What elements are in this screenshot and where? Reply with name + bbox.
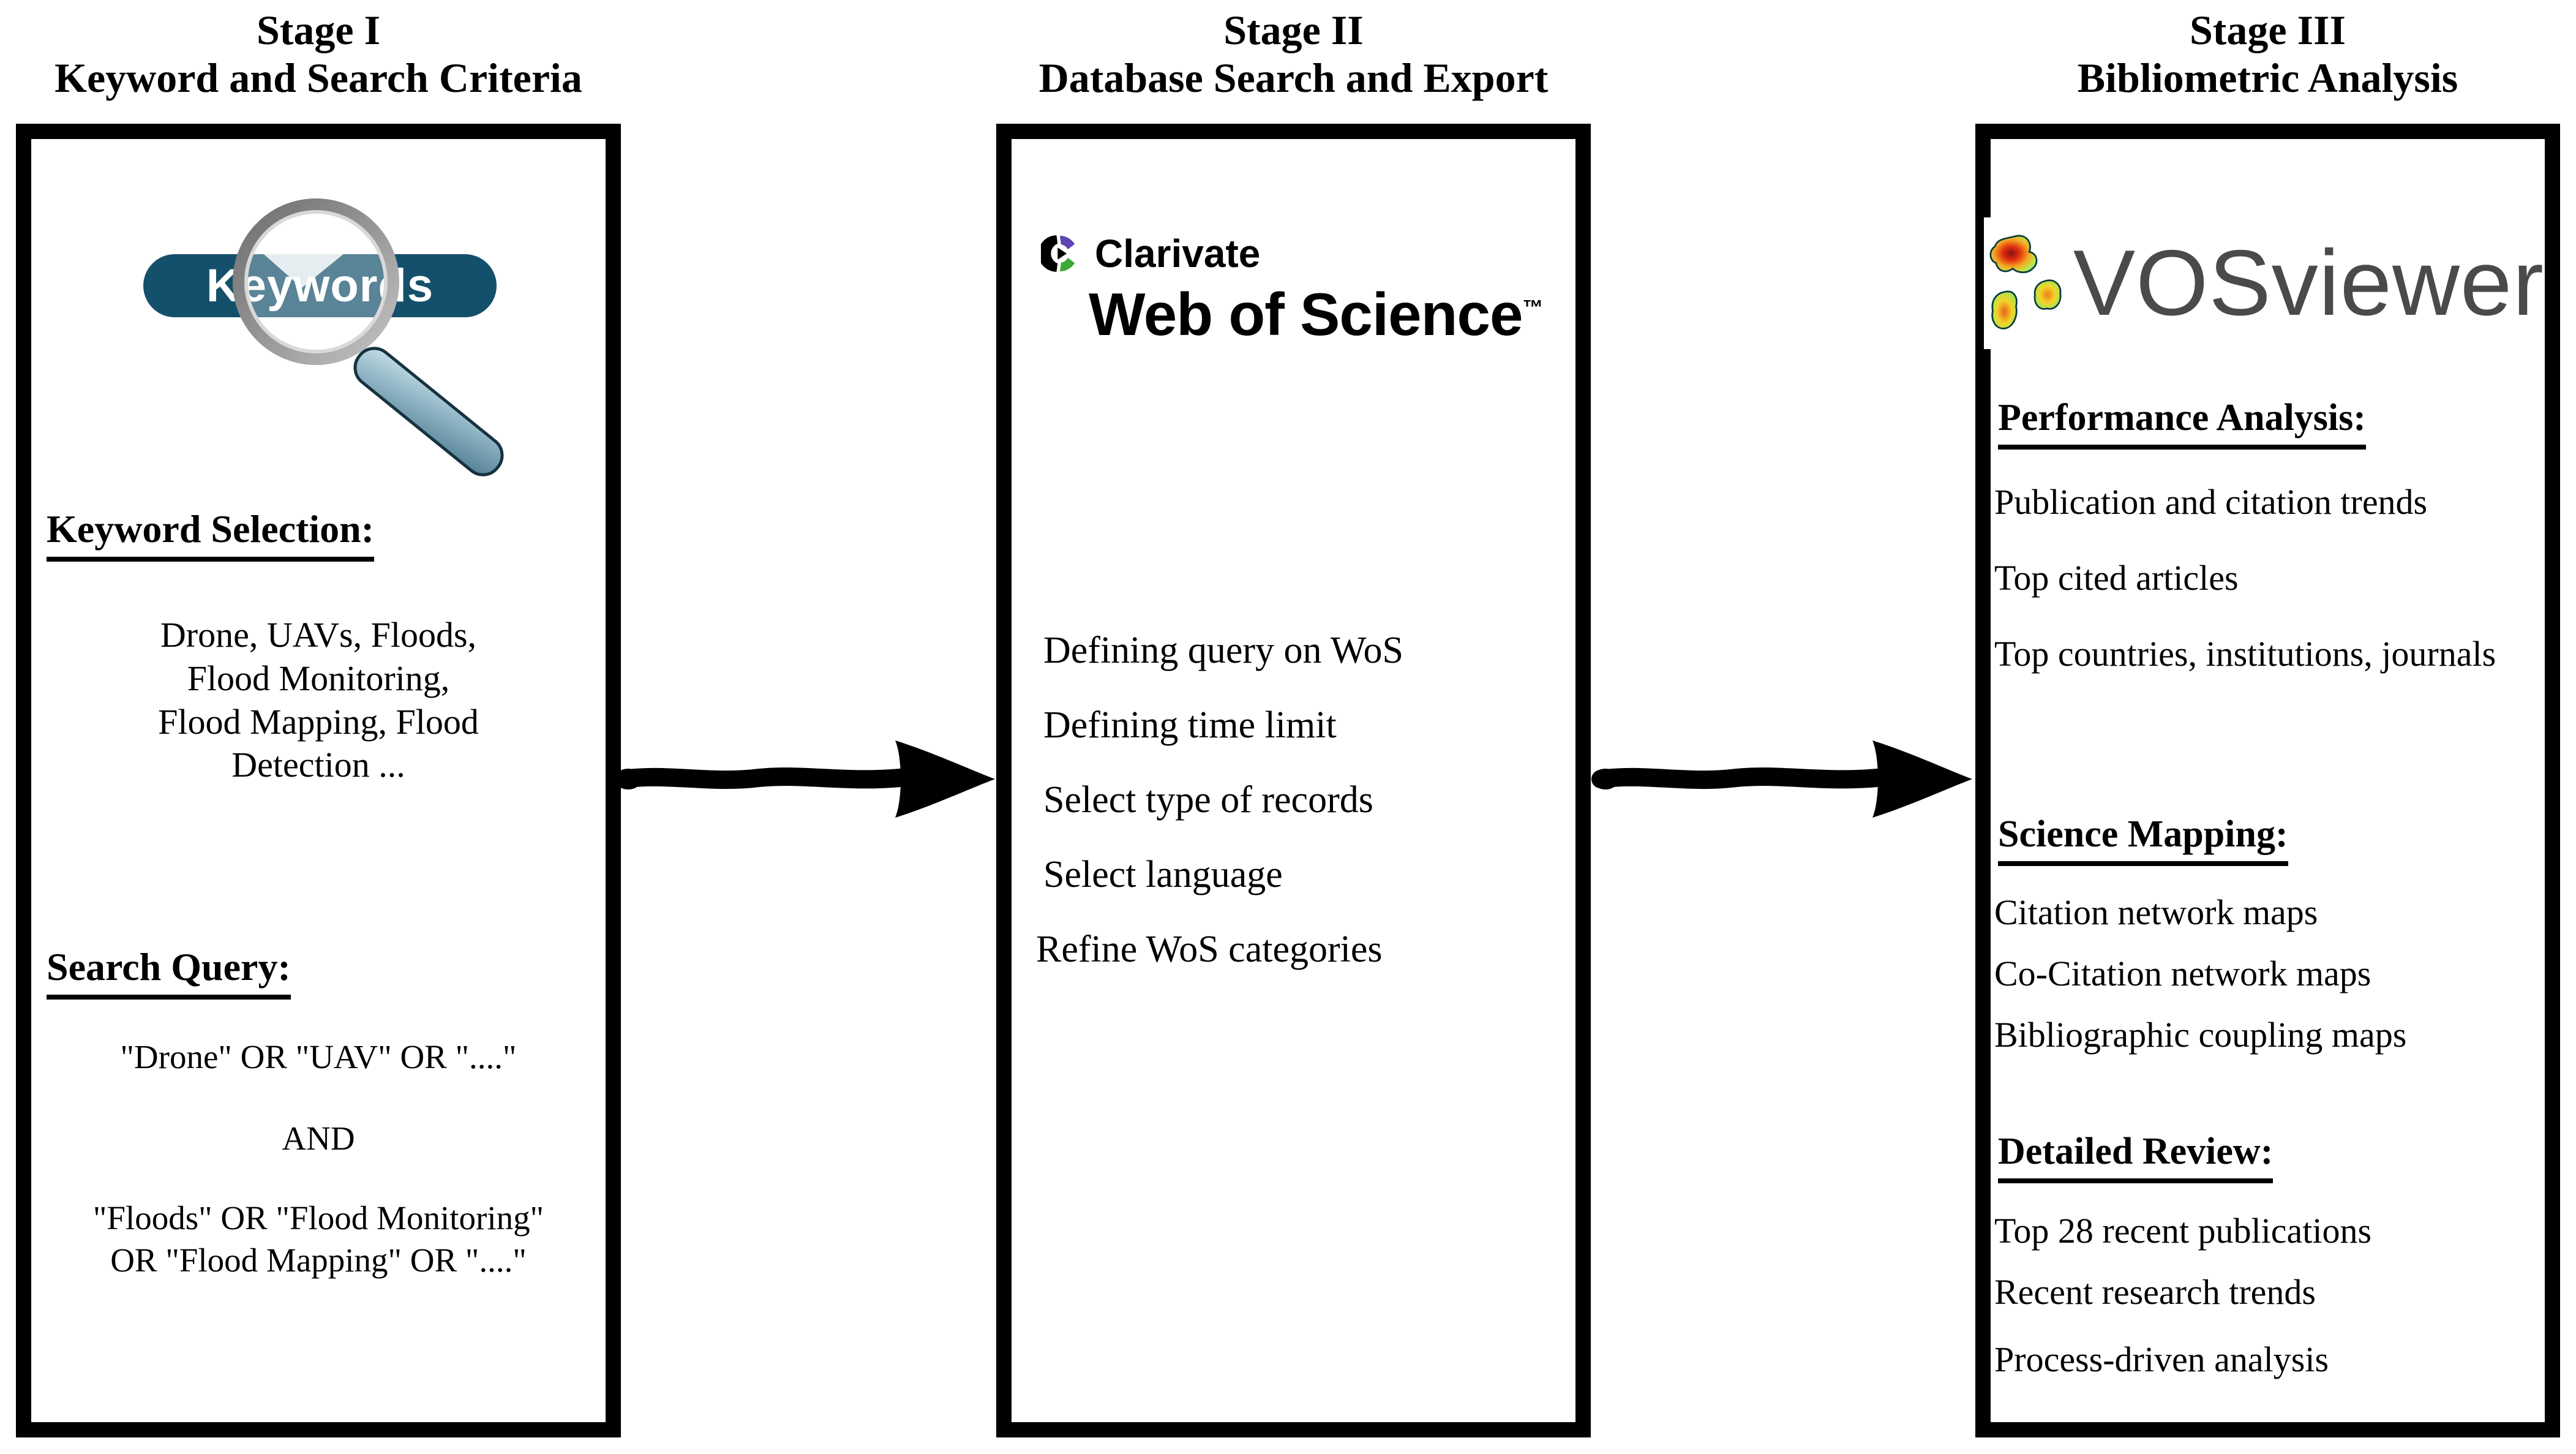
wos-step: Select type of records	[1043, 779, 1373, 821]
keyword-line: Flood Monitoring,	[187, 658, 450, 698]
web-of-science-wordmark: Web of Science™	[1089, 281, 1544, 348]
stage3-panel: VOSviewer Performance Analysis: Publicat…	[1975, 124, 2560, 1437]
science-mapping-heading: Science Mapping:	[1998, 813, 2288, 866]
wos-step: Defining time limit	[1043, 704, 1337, 746]
web-of-science-logo: Clarivate Web of Science™	[1041, 231, 1544, 349]
keyword-line: Drone, UAVs, Floods,	[160, 615, 477, 655]
stage3-title: Stage III Bibliometric Analysis	[1975, 6, 2560, 102]
magnifier-icon	[233, 198, 504, 477]
search-query-heading: Search Query:	[47, 944, 291, 1000]
arrow-stage1-to-stage2-icon	[614, 740, 995, 818]
stage3-title-line2: Bibliometric Analysis	[2077, 55, 2458, 102]
keywords-search-graphic: Keywords	[141, 197, 521, 503]
mapping-item: Bibliographic coupling maps	[1994, 1015, 2407, 1055]
mapping-item: Citation network maps	[1994, 892, 2318, 932]
stage3-title-line1: Stage III	[2189, 7, 2346, 53]
keyword-selection-heading: Keyword Selection:	[47, 507, 374, 562]
keyword-line: Flood Mapping, Flood	[158, 701, 479, 742]
search-query-line3a: "Floods" OR "Flood Monitoring"	[92, 1199, 544, 1237]
stage1-title-line2: Keyword and Search Criteria	[54, 55, 582, 102]
vosviewer-wordmark: VOSviewer	[2073, 231, 2544, 335]
review-item: Recent research trends	[1994, 1272, 2316, 1312]
vosviewer-logo-icon	[1989, 235, 2062, 330]
wos-step: Refine WoS categories	[1036, 929, 1383, 970]
search-query-line3: "Floods" OR "Flood Monitoring" OR "Flood…	[31, 1197, 606, 1282]
stage1-title: Stage I Keyword and Search Criteria	[16, 6, 621, 102]
search-query-line3b: OR "Flood Mapping" OR "...."	[110, 1241, 527, 1279]
stage2-panel: Clarivate Web of Science™ Defining query…	[996, 124, 1591, 1437]
search-query-line1: "Drone" OR "UAV" OR "...."	[120, 1038, 517, 1075]
performance-item: Publication and citation trends	[1994, 482, 2428, 522]
stage2-title: Stage II Database Search and Export	[996, 6, 1591, 102]
wos-step: Defining query on WoS	[1043, 630, 1403, 671]
stage1-panel: Keywords	[16, 124, 621, 1437]
keyword-line: Detection ...	[231, 745, 405, 785]
trademark-symbol: ™	[1522, 296, 1544, 320]
detailed-review-heading: Detailed Review:	[1998, 1130, 2274, 1183]
arrow-stage2-to-stage3-icon	[1591, 740, 1972, 818]
clarivate-logo-icon	[1041, 235, 1075, 272]
search-query-operator: AND	[282, 1120, 355, 1157]
performance-item: Top cited articles	[1994, 558, 2239, 598]
clarivate-brand-name: Clarivate	[1095, 232, 1261, 276]
performance-item: Top countries, institutions, journals	[1994, 634, 2496, 674]
review-item: Process-driven analysis	[1994, 1339, 2329, 1379]
wos-step: Select language	[1043, 854, 1283, 895]
vosviewer-logo: VOSviewer	[1984, 217, 2544, 349]
keyword-list: Drone, UAVs, Floods, Flood Monitoring, F…	[31, 614, 606, 787]
stage2-title-line1: Stage II	[1223, 7, 1364, 53]
mapping-item: Co-Citation network maps	[1994, 954, 2371, 993]
stage2-title-line2: Database Search and Export	[1038, 55, 1549, 102]
performance-analysis-heading: Performance Analysis:	[1998, 396, 2366, 450]
review-item: Top 28 recent publications	[1994, 1211, 2372, 1251]
stage1-title-line1: Stage I	[256, 7, 381, 53]
